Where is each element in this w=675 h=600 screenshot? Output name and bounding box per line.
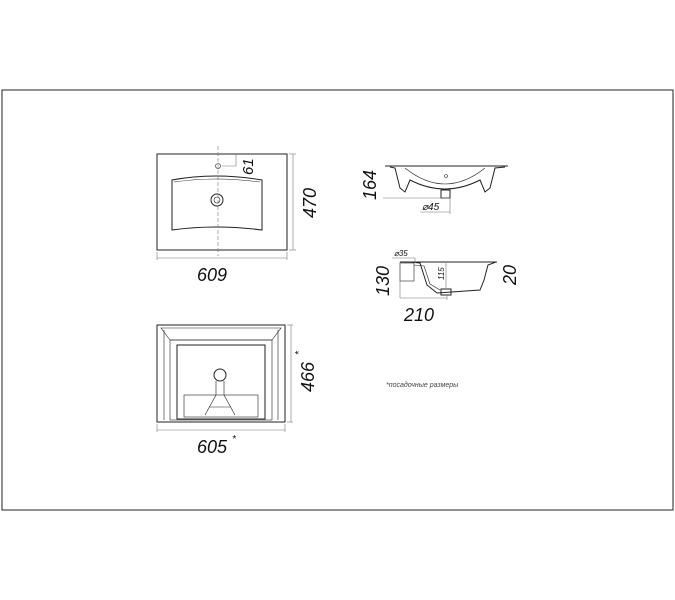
asterisk-466: * xyxy=(294,350,305,355)
dim-depth-470: 470 xyxy=(300,188,320,218)
dim-rim-20: 20 xyxy=(500,265,520,286)
dim-drain-45: ⌀45 xyxy=(422,202,440,213)
bottom-view: 605 * 466 * xyxy=(156,324,318,457)
drawing-frame xyxy=(1,89,674,511)
dim-width-609: 609 xyxy=(197,265,227,285)
asterisk-605: * xyxy=(232,434,237,445)
mounting-dimensions-note: *посадочные размеры xyxy=(386,381,459,389)
dim-width-605: 605 xyxy=(197,437,228,457)
dim-tap-61: 61 xyxy=(240,158,257,175)
dim-height-130: 130 xyxy=(373,266,393,296)
dim-overflow-35: ⌀35 xyxy=(394,249,408,258)
dim-depth-210: 210 xyxy=(403,305,434,325)
dim-height-164: 164 xyxy=(360,170,380,200)
section-view: 130 20 210 ⌀35 115 xyxy=(373,249,520,325)
side-view: 164 ⌀45 xyxy=(360,165,508,214)
top-view: 609 470 61 xyxy=(156,146,320,285)
dim-depth-466: 466 xyxy=(298,361,318,392)
dim-bowl-115: 115 xyxy=(437,267,446,280)
